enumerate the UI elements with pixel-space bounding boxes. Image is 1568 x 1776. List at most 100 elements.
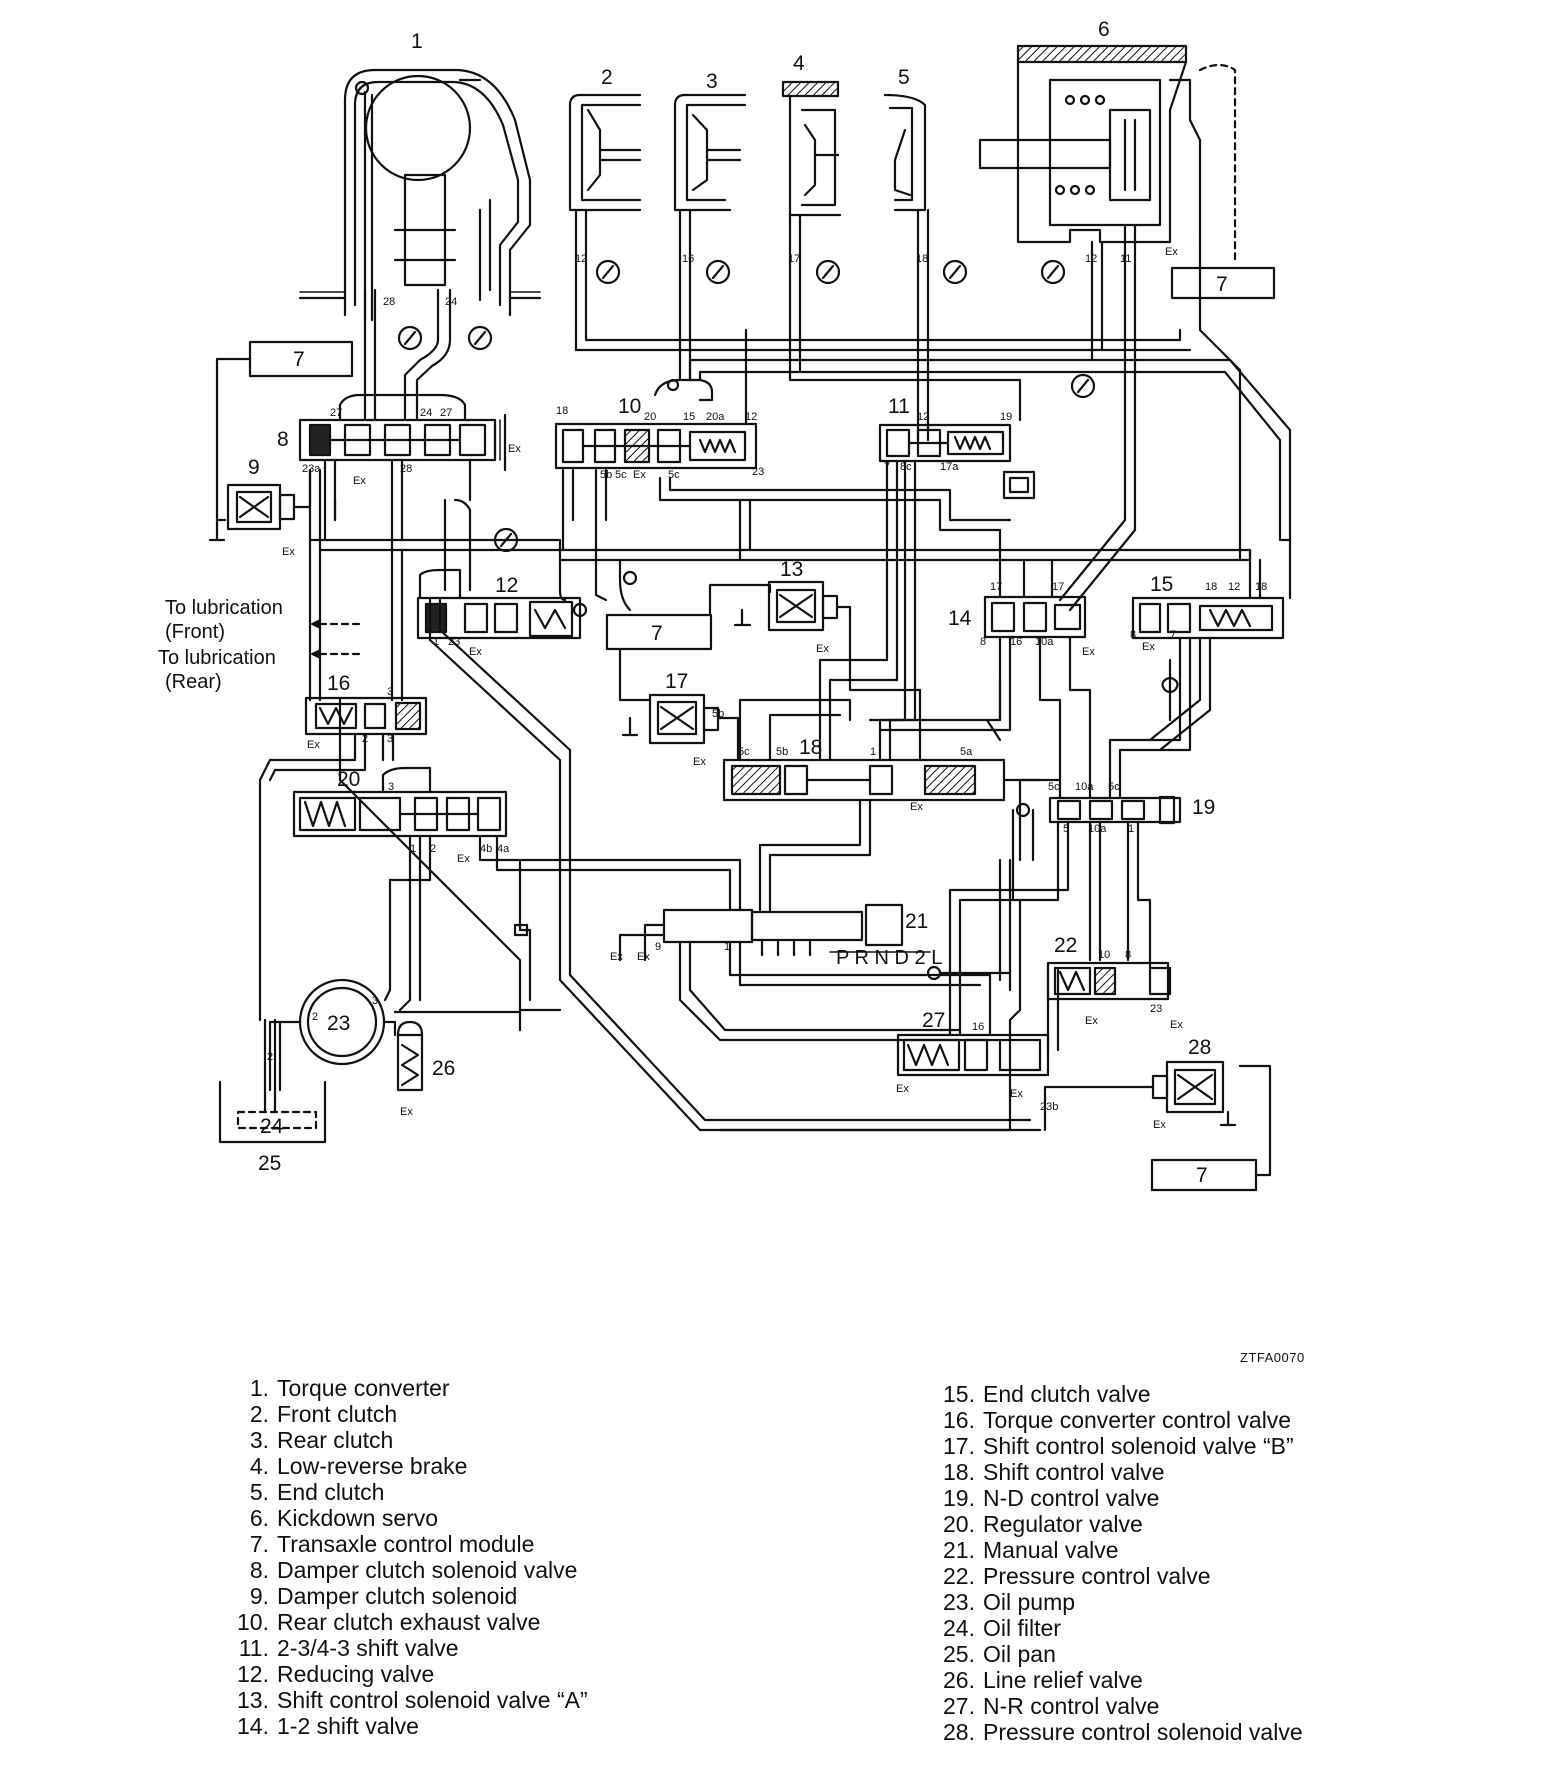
label-24: 24 (260, 1115, 284, 1138)
svg-text:12: 12 (745, 411, 757, 423)
label-14: 14 (948, 607, 972, 630)
svg-text:P R N D 2 L: P R N D 2 L (836, 947, 942, 969)
svg-text:1: 1 (410, 843, 416, 855)
shift-control-valve: 5c 5b 1 5a Ex (722, 698, 1006, 813)
rear-clutch-exhaust-valve: 5b 5c 5c Ex 18 20 15 20a 12 23 (554, 328, 764, 552)
lube-front-line2: (Front) (165, 621, 225, 643)
line-relief-valve: Ex (396, 1020, 424, 1118)
legend-item: 23.Oil pump (943, 1589, 1076, 1615)
svg-text:Ex: Ex (816, 643, 829, 655)
svg-text:Ex: Ex (307, 739, 320, 751)
svg-text:7: 7 (1216, 273, 1228, 296)
tcm-box-top-left: 7 (208, 340, 354, 542)
svg-text:28: 28 (383, 296, 395, 308)
svg-text:Ex: Ex (1165, 246, 1178, 258)
legend-item: 7.Transaxle control module (249, 1531, 535, 1557)
svg-text:1: 1 (433, 636, 439, 648)
svg-text:Ex: Ex (469, 646, 482, 658)
svg-text:Ex: Ex (457, 853, 470, 865)
lube-rear-line2: (Rear) (165, 671, 222, 693)
tcm-box-middle: 7 (605, 583, 772, 702)
legend-item: 27.N-R control valve (943, 1693, 1160, 1719)
svg-text:9: 9 (655, 941, 661, 953)
label-1: 1 (411, 30, 423, 53)
shift-valve-1-2: 17 17 8 16 10a Ex (980, 581, 1095, 658)
svg-text:Ex: Ex (637, 951, 650, 963)
label-23: 23 (327, 1012, 350, 1035)
svg-text:16: 16 (682, 253, 694, 265)
svg-text:10a: 10a (1075, 781, 1094, 793)
svg-text:4b: 4b (480, 843, 492, 855)
label-18: 18 (799, 736, 822, 759)
svg-text:2: 2 (312, 1011, 318, 1023)
svg-text:Ex: Ex (400, 1106, 413, 1118)
label-3: 3 (706, 70, 718, 93)
svg-text:Ex: Ex (1082, 646, 1095, 658)
svg-text:19: 19 (1000, 411, 1012, 423)
svg-text:1: 1 (724, 941, 730, 953)
label-9: 9 (248, 456, 260, 479)
label-11: 11 (888, 395, 910, 418)
legend-right-column: 15.End clutch valve 16.Torque converter … (930, 1381, 1303, 1745)
legend-item: 25.Oil pan (943, 1641, 1056, 1667)
svg-text:1: 1 (870, 746, 876, 758)
pressure-control-valve: 10 8 Ex 23 Ex (1046, 949, 1183, 1052)
legend-item: 3.Rear clutch (249, 1427, 394, 1453)
svg-text:3: 3 (387, 733, 393, 745)
svg-text:12: 12 (1085, 253, 1097, 265)
tcm-box-bottom-right: 7 (1150, 1064, 1272, 1192)
svg-text:5: 5 (1063, 823, 1069, 835)
svg-text:5a: 5a (960, 746, 973, 758)
svg-text:18: 18 (1255, 581, 1267, 593)
end-clutch-valve: 18 12 18 Ex 8 7 (1130, 581, 1285, 653)
label-16: 16 (327, 672, 350, 695)
svg-text:Ex: Ex (353, 475, 366, 487)
svg-text:7: 7 (293, 348, 305, 371)
legend-item: 10.Rear clutch exhaust valve (237, 1609, 541, 1635)
label-26: 26 (432, 1057, 455, 1080)
svg-text:24: 24 (420, 407, 432, 419)
legend-item: 8.Damper clutch solenoid valve (249, 1557, 578, 1583)
svg-text:8: 8 (980, 636, 986, 648)
svg-text:27: 27 (330, 407, 342, 419)
drawing-code: ZTFA0070 (1240, 1350, 1305, 1365)
svg-text:17: 17 (1052, 581, 1064, 593)
n-r-control-valve: 16 Ex Ex 23b (896, 1021, 1058, 1113)
svg-text:5c: 5c (615, 469, 627, 481)
regulator-valve: 3 1 2 4b 4a Ex (292, 766, 510, 865)
lube-rear-line1: To lubrication (158, 647, 276, 669)
legend-item: 4.Low-reverse brake (249, 1453, 468, 1479)
oil-pan-and-filter: 2 (218, 1018, 327, 1144)
legend-item: 26.Line relief valve (943, 1667, 1143, 1693)
svg-text:7: 7 (651, 622, 663, 645)
legend-item: 12.Reducing valve (237, 1661, 435, 1687)
label-2: 2 (601, 66, 613, 89)
svg-text:23b: 23b (1040, 1101, 1058, 1113)
oil-pump: 2 3 (268, 978, 386, 1092)
legend-item: 19.N-D control valve (943, 1485, 1160, 1511)
svg-text:3: 3 (372, 995, 378, 1007)
svg-text:Ex: Ex (610, 951, 623, 963)
svg-text:23: 23 (752, 466, 764, 478)
legend-item: 18.Shift control valve (943, 1459, 1165, 1485)
svg-text:2: 2 (267, 1051, 273, 1063)
svg-text:Ex: Ex (508, 443, 521, 455)
label-20: 20 (337, 768, 360, 791)
svg-text:Ex: Ex (1153, 1119, 1166, 1131)
label-13: 13 (780, 558, 803, 581)
end-clutch: 18 (883, 93, 930, 342)
svg-text:5c: 5c (1048, 781, 1060, 793)
svg-text:23a: 23a (302, 463, 321, 475)
label-27: 27 (922, 1009, 945, 1032)
legend-item: 6.Kickdown servo (249, 1505, 439, 1531)
svg-text:Ex: Ex (282, 546, 295, 558)
legend-item: 17.Shift control solenoid valve “B” (943, 1433, 1294, 1459)
kickdown-servo: 12 11 Ex (978, 44, 1237, 342)
legend-item: 13.Shift control solenoid valve “A” (237, 1687, 588, 1713)
svg-text:5b: 5b (712, 708, 724, 720)
svg-text:7: 7 (1196, 1164, 1208, 1187)
svg-text:12: 12 (1228, 581, 1240, 593)
svg-text:20: 20 (644, 411, 656, 423)
svg-text:17a: 17a (940, 461, 959, 473)
legend-item: 28.Pressure control solenoid valve (943, 1719, 1303, 1745)
